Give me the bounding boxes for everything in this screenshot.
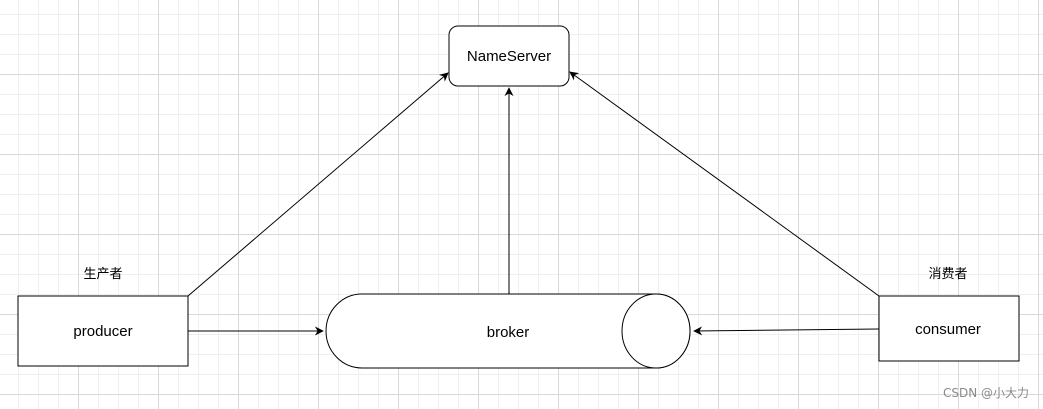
watermark: CSDN @小大力 xyxy=(942,386,1029,400)
consumer-node: 消费者 consumer xyxy=(878,266,1020,362)
edge-producer-to-nameserver xyxy=(187,72,449,297)
broker-cylinder-end xyxy=(621,293,691,369)
nameserver-label: NameServer xyxy=(467,48,551,65)
edges xyxy=(187,71,880,336)
consumer-label: consumer xyxy=(915,321,981,338)
producer-box xyxy=(17,295,189,367)
producer-node: 生产者 producer xyxy=(17,266,189,367)
consumer-caption: 消费者 xyxy=(928,266,967,281)
consumer-box xyxy=(878,295,1020,362)
nameserver-box xyxy=(448,25,570,87)
producer-label: producer xyxy=(73,323,132,340)
nameserver-node: NameServer xyxy=(448,25,570,87)
edge-consumer-to-nameserver xyxy=(569,71,880,297)
producer-caption: 生产者 xyxy=(83,266,122,281)
broker-node: broker xyxy=(325,293,691,369)
broker-label: broker xyxy=(487,324,530,341)
edge-consumer-to-broker xyxy=(693,326,880,336)
